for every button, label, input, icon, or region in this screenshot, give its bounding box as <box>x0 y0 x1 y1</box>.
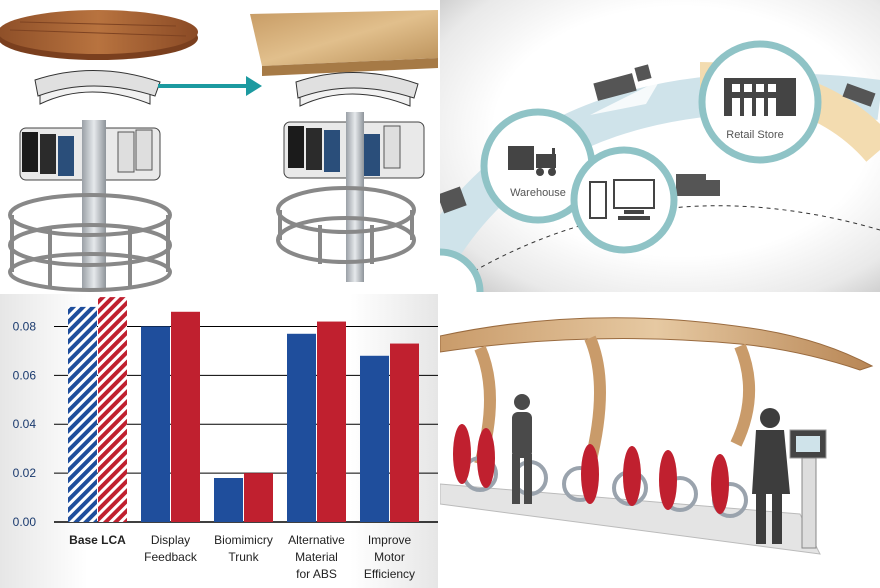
redesigned-display-assembly <box>250 10 438 282</box>
computer-node <box>570 146 678 254</box>
wire-base-cage <box>8 193 172 292</box>
bike-share-station-illustration <box>440 294 880 588</box>
bar <box>390 343 419 522</box>
partial-node <box>440 248 484 292</box>
supply-chain-diagram: Retail Store Warehouse <box>440 0 880 292</box>
truck-icon <box>440 186 467 214</box>
person-silhouette-right <box>752 408 790 544</box>
store-icon <box>724 78 796 116</box>
warehouse-node: Warehouse <box>480 108 596 224</box>
product-redesign-illustration <box>0 0 438 292</box>
wire-base-cage <box>276 186 416 264</box>
square-wood-tabletop <box>250 10 438 66</box>
retail-store-label: Retail Store <box>726 129 783 141</box>
truck-icon <box>842 83 876 107</box>
person-silhouette-left <box>512 394 532 504</box>
central-pole <box>346 112 364 282</box>
desktop-computer-icon <box>589 179 655 220</box>
canopy-support <box>730 343 756 447</box>
bar <box>68 306 97 522</box>
decorated-bike-panels <box>453 424 729 514</box>
upper-fan-ring <box>295 72 419 107</box>
canopy-support <box>584 335 606 466</box>
truck-icon <box>676 174 720 196</box>
bar <box>98 297 127 522</box>
bar <box>171 311 200 522</box>
y-tick-label: 0.02 <box>13 466 37 480</box>
upper-fan-ring <box>34 70 161 105</box>
forklift-icon <box>508 146 556 176</box>
y-tick-label: 0.08 <box>13 319 37 333</box>
bar <box>360 355 389 522</box>
bar <box>317 321 346 522</box>
truck-icon <box>593 64 652 101</box>
original-display-assembly <box>0 10 198 292</box>
transition-arrow <box>158 76 262 96</box>
warehouse-label: Warehouse <box>510 187 566 199</box>
retail-store-node: Retail Store <box>698 40 822 164</box>
platform-base <box>440 483 821 555</box>
bar <box>244 473 273 522</box>
bar <box>214 478 243 522</box>
bar <box>141 326 170 522</box>
y-tick-label: 0.04 <box>13 417 37 431</box>
wood-canopy-roof <box>440 317 874 466</box>
y-tick-label: 0.06 <box>13 368 37 382</box>
category-label: Base LCA <box>69 533 126 547</box>
payment-kiosk <box>789 429 827 549</box>
central-pole <box>82 120 106 290</box>
y-tick-label: 0.00 <box>13 515 37 529</box>
bar <box>287 333 316 522</box>
